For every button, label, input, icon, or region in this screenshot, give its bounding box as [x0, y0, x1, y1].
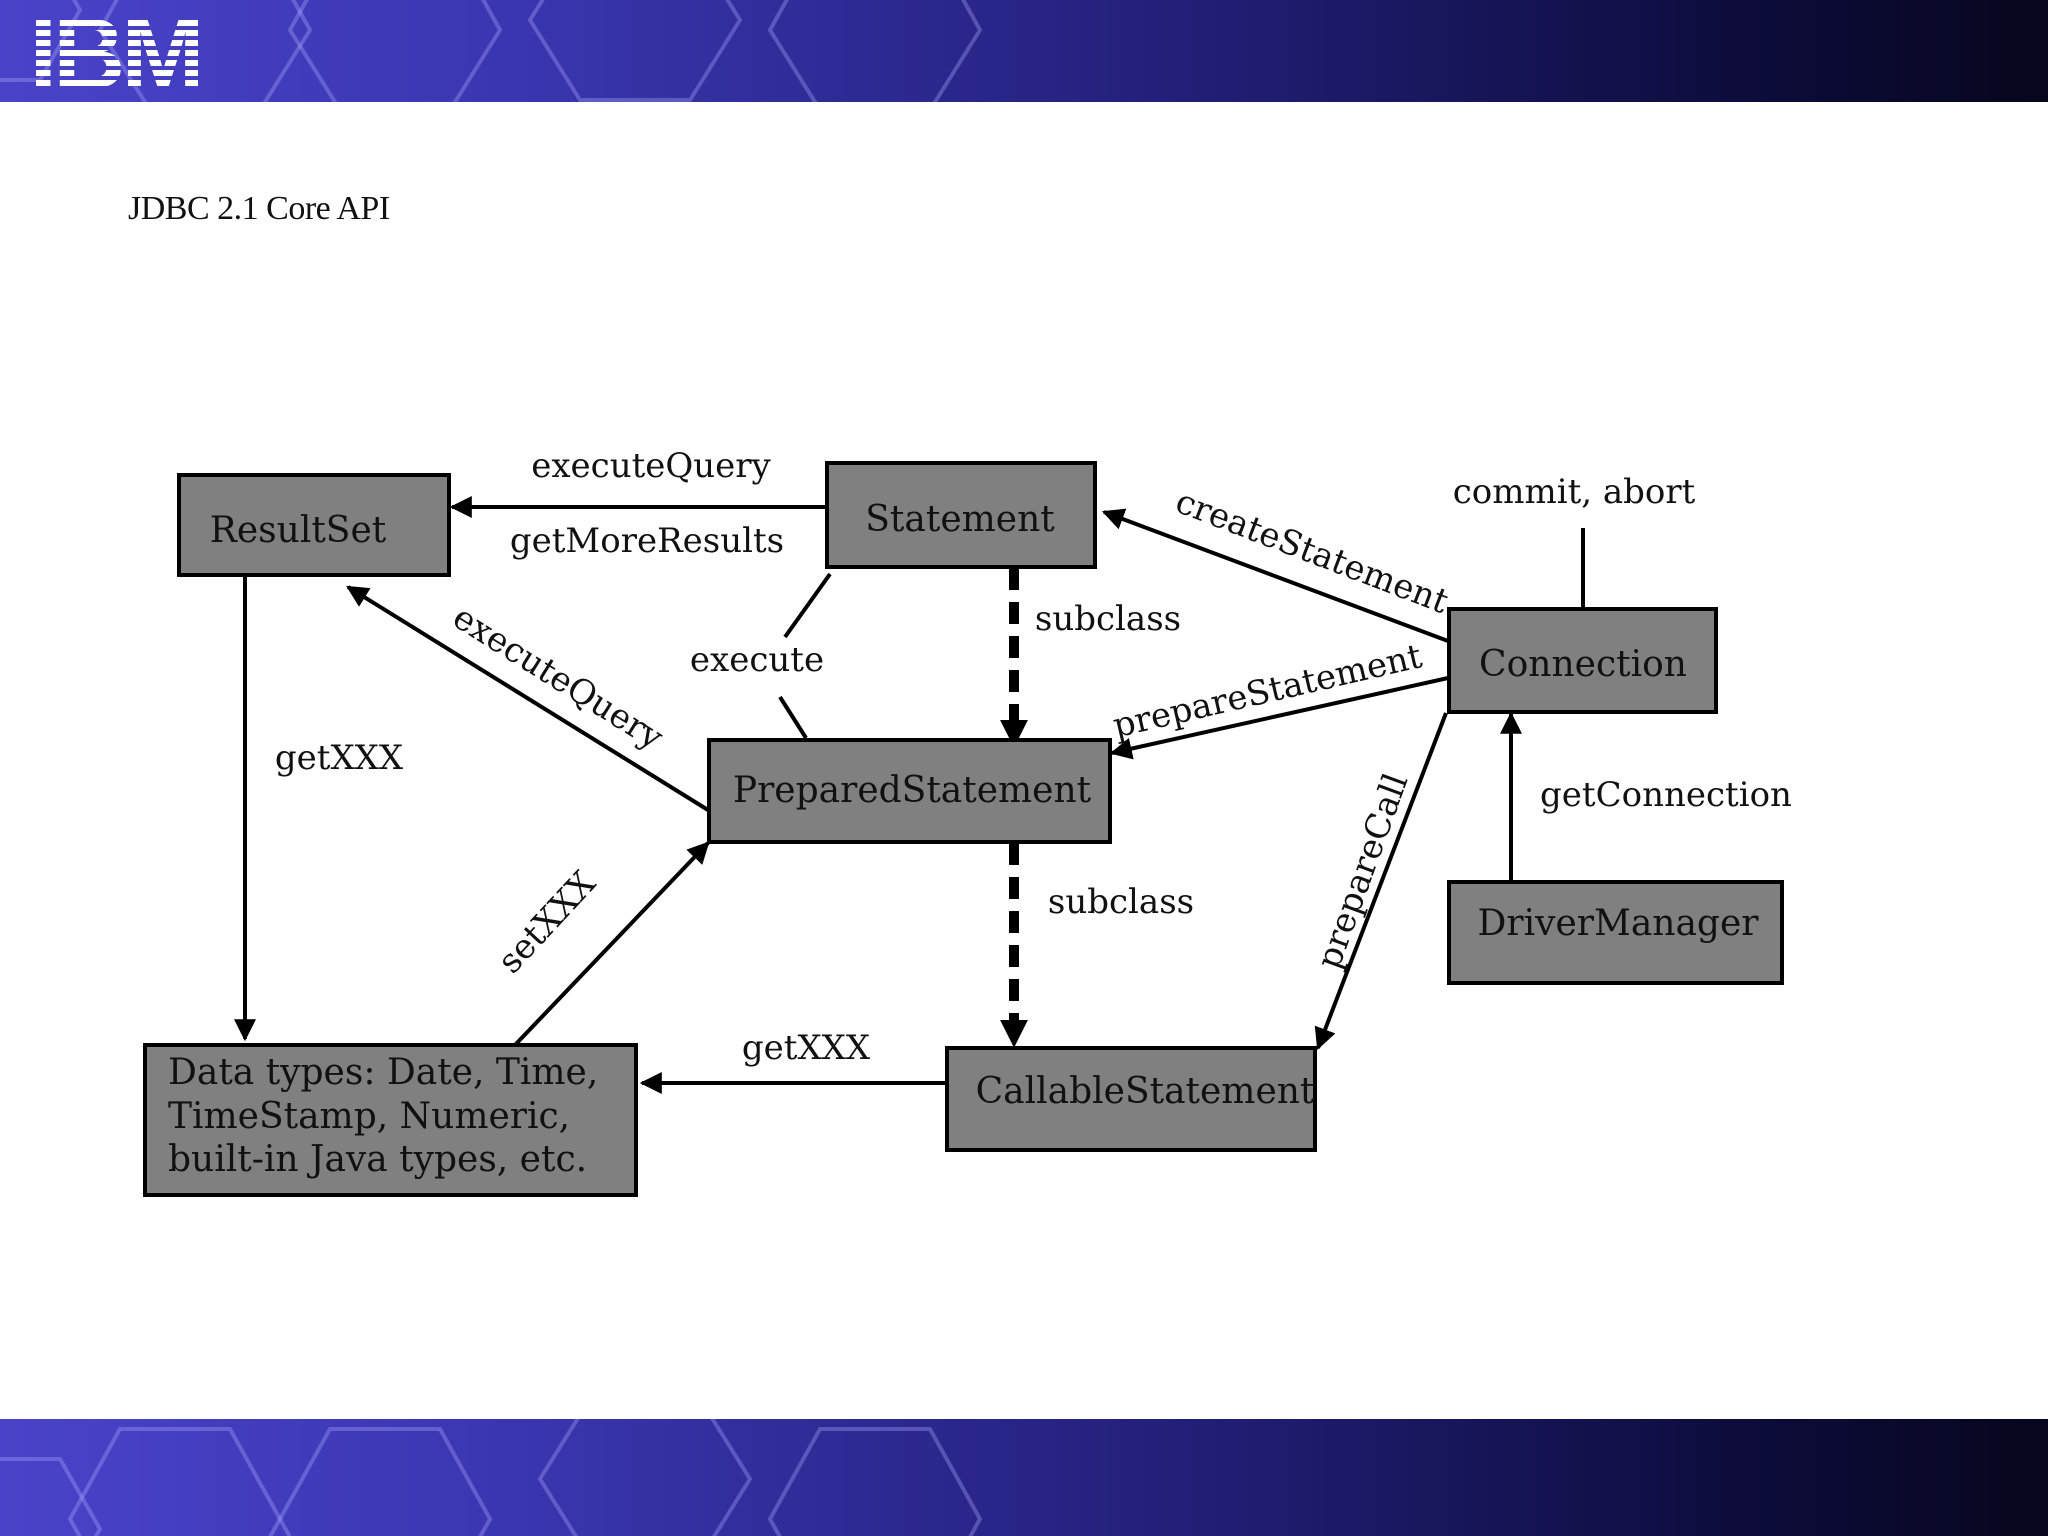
edge-label-executequery-top: executeQuery	[531, 446, 771, 486]
node-label-preparedstatement: PreparedStatement	[733, 770, 1092, 811]
edge-execute-lower	[778, 695, 808, 740]
node-label-connection: Connection	[1479, 644, 1687, 685]
edge-label-subclass-bottom: subclass	[1048, 882, 1194, 922]
node-label-drivermanager: DriverManager	[1478, 903, 1760, 944]
edge-label-getmoreresults: getMoreResults	[510, 521, 784, 561]
ibm-logo-text: IBM	[29, 0, 200, 102]
edge-label-execute: execute	[690, 640, 824, 680]
edge-execute-upper	[783, 572, 832, 639]
edge-connection-prepared	[1109, 676, 1449, 760]
footer-band	[0, 1419, 2048, 1536]
node-preparedstatement[interactable]	[707, 738, 1112, 844]
node-datatypes[interactable]	[143, 1043, 638, 1197]
edge-label-preparecall: prepareCall	[1309, 768, 1417, 974]
node-label-resultset: ResultSet	[210, 510, 387, 551]
node-callablestatement[interactable]	[945, 1046, 1317, 1152]
node-label-statement: Statement	[865, 499, 1055, 540]
edge-label-getconnection: getConnection	[1540, 775, 1792, 815]
edge-label-setxxx: setXXX	[490, 863, 604, 981]
slide-title: JDBC 2.1 Core API	[128, 190, 390, 227]
header-band: IBM	[0, 0, 2048, 102]
node-resultset[interactable]	[177, 473, 451, 577]
node-label-datatypes-line3: built-in Java types, etc.	[168, 1139, 587, 1180]
edge-connection-callable	[1314, 712, 1448, 1051]
edge-prepared-resultset	[346, 585, 710, 812]
node-connection[interactable]	[1447, 607, 1718, 714]
edge-label-preparestatement: prepareStatement	[1109, 636, 1426, 746]
edge-label-getxxx-bottom: getXXX	[742, 1028, 871, 1068]
node-statement[interactable]	[825, 461, 1097, 569]
node-label-datatypes-line1: Data types: Date, Time,	[168, 1052, 598, 1093]
edge-label-executequery-diag: executeQuery	[446, 597, 671, 758]
hexagon-pattern-bottom	[0, 1419, 983, 1536]
edge-label-subclass-top: subclass	[1035, 599, 1181, 639]
edge-datatypes-prepared	[513, 841, 710, 1047]
node-label-callablestatement: CallableStatement	[976, 1071, 1315, 1112]
edge-label-commit-abort: commit, abort	[1453, 472, 1696, 512]
edge-label-getxxx-left: getXXX	[275, 738, 404, 778]
hexagon-pattern	[0, 0, 983, 102]
node-label-datatypes-line2: TimeStamp, Numeric,	[168, 1096, 570, 1137]
node-drivermanager[interactable]	[1447, 880, 1784, 985]
edge-connection-statement	[1101, 508, 1449, 643]
ibm-logo: IBM	[29, 0, 204, 102]
